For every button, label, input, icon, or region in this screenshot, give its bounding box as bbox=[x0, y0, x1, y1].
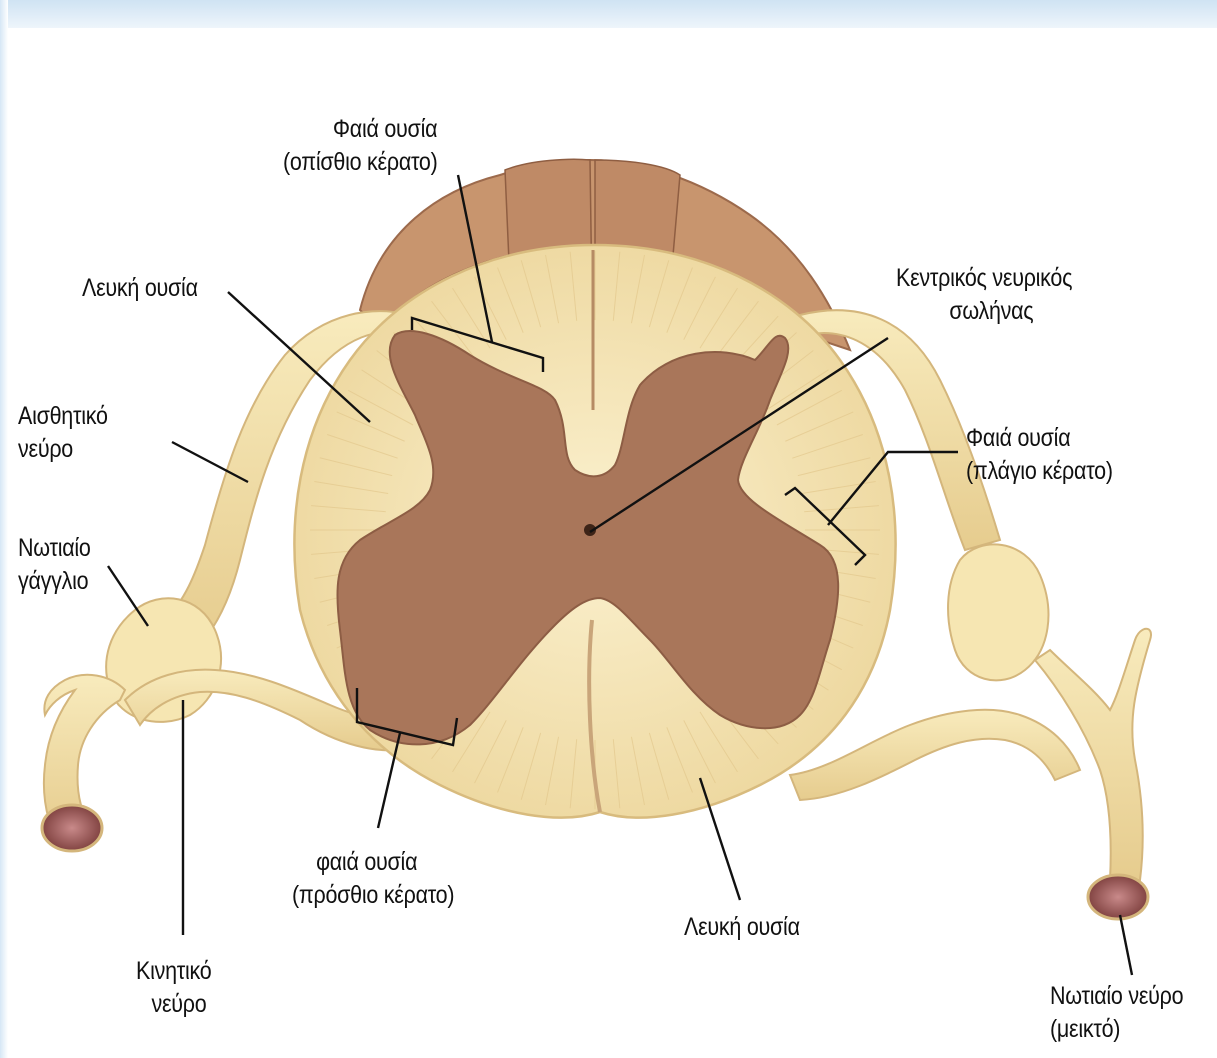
right-spinal-ganglion bbox=[948, 544, 1048, 680]
label-posterior-horn-line2: (οπίσθιο κέρατο) bbox=[283, 146, 438, 179]
label-posterior-horn-line1: Φαιά ουσία bbox=[283, 113, 438, 146]
label-central-canal-line2: σωλήνας bbox=[896, 295, 1072, 328]
label-lateral-horn-line1: Φαιά ουσία bbox=[966, 422, 1113, 455]
label-spinal-ganglion-line1: Νωτιαίο bbox=[18, 532, 91, 565]
label-motor-nerve-line2: νεύρο bbox=[136, 988, 211, 1021]
label-posterior-horn: Φαιά ουσία (οπίσθιο κέρατο) bbox=[283, 113, 438, 179]
label-lateral-horn-line2: (πλάγιο κέρατο) bbox=[966, 455, 1113, 488]
label-spinal-nerve-line1: Νωτιαίο νεύρο bbox=[1050, 980, 1183, 1013]
label-sensory-nerve-line1: Αισθητικό bbox=[18, 400, 108, 433]
label-white-matter-bottom: Λευκή ουσία bbox=[684, 911, 800, 944]
label-spinal-ganglion-line2: γάγγλιο bbox=[18, 565, 91, 598]
label-sensory-nerve-line2: νεύρο bbox=[18, 433, 108, 466]
label-lateral-horn: Φαιά ουσία (πλάγιο κέρατο) bbox=[966, 422, 1113, 488]
white-matter-top-leader bbox=[228, 292, 370, 422]
label-spinal-nerve-line2: (μεικτό) bbox=[1050, 1013, 1183, 1046]
label-sensory-nerve: Αισθητικό νεύρο bbox=[18, 400, 108, 466]
spinal-nerve-leader bbox=[1120, 915, 1132, 975]
label-central-canal: Κεντρικός νευρικός σωλήνας bbox=[896, 262, 1072, 328]
label-anterior-horn-line1: φαιά ουσία bbox=[292, 846, 454, 879]
label-white-matter-top: Λευκή ουσία bbox=[82, 272, 198, 305]
left-nerve-cut-end bbox=[42, 805, 102, 851]
label-spinal-nerve: Νωτιαίο νεύρο (μεικτό) bbox=[1050, 980, 1183, 1046]
label-motor-nerve: Κινητικό νεύρο bbox=[136, 955, 211, 1021]
label-white-matter-top-line1: Λευκή ουσία bbox=[82, 272, 198, 305]
right-nerve-cut-end bbox=[1088, 875, 1148, 919]
label-white-matter-bottom-line1: Λευκή ουσία bbox=[684, 911, 800, 944]
label-motor-nerve-line1: Κινητικό bbox=[136, 955, 211, 988]
label-anterior-horn: φαιά ουσία (πρόσθιο κέρατο) bbox=[292, 846, 454, 912]
label-anterior-horn-line2: (πρόσθιο κέρατο) bbox=[292, 879, 454, 912]
label-central-canal-line1: Κεντρικός νευρικός bbox=[896, 262, 1072, 295]
label-spinal-ganglion: Νωτιαίο γάγγλιο bbox=[18, 532, 91, 598]
